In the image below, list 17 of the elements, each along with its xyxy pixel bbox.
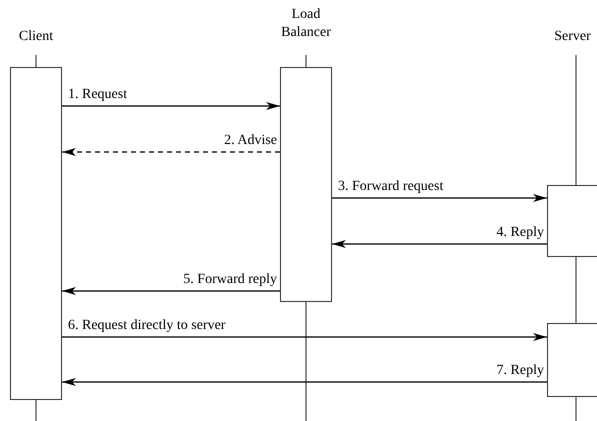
arrow	[62, 102, 280, 110]
edge-label: 4. Reply	[496, 225, 544, 241]
arrow	[332, 194, 547, 202]
edge-label: 2. Advise	[224, 133, 277, 149]
dashed-arrow	[62, 148, 280, 156]
edge-label: 1. Request	[68, 87, 128, 103]
edge-label: 7. Reply	[496, 363, 544, 379]
arrow	[62, 287, 280, 295]
arrow	[62, 378, 547, 386]
arrow	[62, 333, 547, 341]
edge-label: 5. Forward reply	[183, 272, 277, 288]
arrow	[332, 240, 547, 248]
edge-label: 6. Request directly to server	[68, 318, 226, 334]
edge-label: 3. Forward request	[338, 179, 444, 195]
participant-label: Server	[553, 28, 592, 46]
participant-label: Load Balancer	[280, 6, 332, 42]
participant-label: Client	[18, 28, 54, 46]
